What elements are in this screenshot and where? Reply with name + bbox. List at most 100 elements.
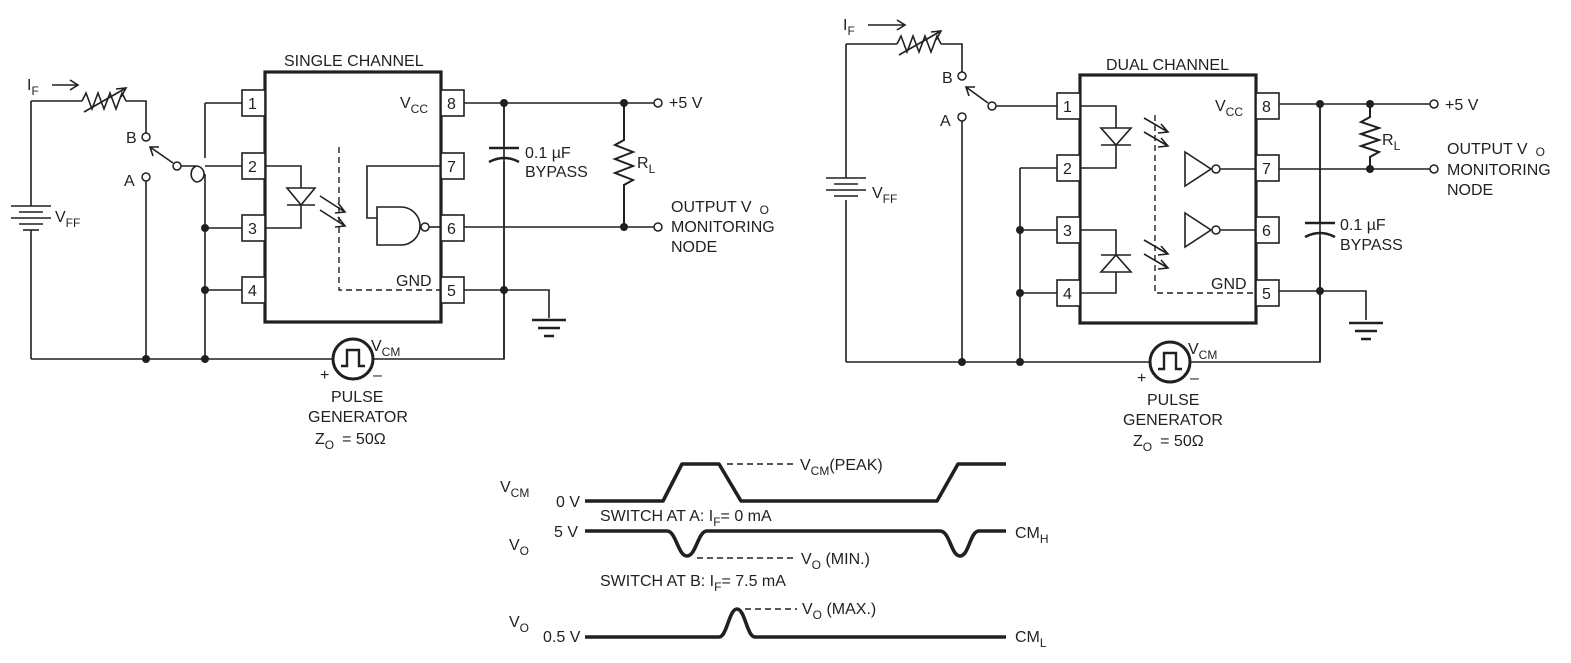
single-nand-gate <box>366 165 441 246</box>
dual-led-1 <box>1080 105 1133 169</box>
dual-cap-label: BYPASS <box>1340 237 1403 254</box>
single-cap-value: 0.1 µF <box>525 145 571 162</box>
dual-switch-lever <box>964 86 989 104</box>
wave-switch-a-label: SWITCH AT A: IF= 0 mA <box>600 508 772 529</box>
dual-vff-label: VFF <box>872 185 897 206</box>
single-switch-a-terminal <box>141 172 151 182</box>
single-pulse-generator <box>331 337 375 381</box>
wave-vcm-zero: 0 V <box>556 494 580 511</box>
single-if-label: IF <box>27 77 39 98</box>
dual-inverter-1 <box>1184 150 1256 188</box>
waveform-diagram: VCM 0 V VCM(PEAK) SWITCH AT A: IF= 0 mA … <box>500 457 1049 650</box>
single-output-label-2: MONITORING <box>671 219 775 236</box>
single-pin-8-label: 8 <box>447 96 456 113</box>
dual-pin-3-label: 3 <box>1063 223 1072 240</box>
single-ic-body <box>263 70 443 324</box>
dual-if-label: IF <box>843 17 855 38</box>
single-vcm-label: VCM <box>371 338 400 359</box>
dual-ground-icon <box>1349 321 1383 341</box>
single-bypass-capacitor <box>488 103 520 359</box>
dual-zo-label: ZO= 50Ω <box>1133 433 1204 454</box>
dual-channel-circuit: DUAL CHANNEL 1 2 3 4 5 6 7 8 VCC GND <box>826 17 1551 454</box>
dual-gnd-label: GND <box>1211 276 1247 293</box>
wave-vo1-trace <box>585 529 1006 558</box>
single-pin-6-label: 6 <box>447 221 456 238</box>
dual-load-resistor <box>1357 104 1383 169</box>
single-load-resistor <box>612 103 636 227</box>
single-switch-lever <box>148 146 174 164</box>
wave-cmh-label: CMH <box>1015 525 1049 546</box>
dual-switch-b-label: B <box>942 70 953 87</box>
dual-switch-a-label: A <box>940 113 951 130</box>
wave-vo2-trace <box>585 607 1006 639</box>
single-gnd-label: GND <box>396 273 432 290</box>
dual-pin-4-label: 4 <box>1063 286 1072 303</box>
dual-pin-6-label: 6 <box>1262 223 1271 240</box>
single-switch-b-label: B <box>126 130 137 147</box>
dual-pg-label-1: PULSE <box>1147 392 1199 409</box>
single-switch-common <box>172 161 182 171</box>
dual-bypass-capacitor <box>1304 104 1336 362</box>
single-ground-icon <box>532 318 566 338</box>
single-led <box>265 165 347 229</box>
single-pg-minus: – <box>373 367 382 384</box>
dual-pin-7 <box>1255 154 1280 182</box>
single-pin-4-label: 4 <box>248 283 257 300</box>
dual-plus5v-label: +5 V <box>1445 97 1479 114</box>
dual-switch-b-terminal <box>957 71 967 81</box>
wave-cml-label: CML <box>1015 629 1047 650</box>
dual-switch-common <box>987 101 997 111</box>
single-pg-plus: + <box>320 367 329 384</box>
dual-pin-7-label: 7 <box>1262 161 1271 178</box>
dual-vcc-label: VCC <box>1215 98 1243 119</box>
single-cap-label: BYPASS <box>525 164 588 181</box>
dual-pg-minus: – <box>1190 370 1199 387</box>
single-pin-7-label: 7 <box>447 159 456 176</box>
dual-if-arrow <box>868 19 907 31</box>
single-pin-5-label: 5 <box>447 283 456 300</box>
single-isolation-barrier <box>338 147 441 291</box>
single-vff-label: VFF <box>55 209 80 230</box>
dual-pin-5 <box>1255 279 1280 307</box>
single-rl-label: RL <box>637 155 656 176</box>
single-switch-b-terminal <box>141 132 151 142</box>
wave-vcm-peak-label: VCM(PEAK) <box>800 457 883 478</box>
single-output-node <box>653 222 663 232</box>
dual-vcm-label: VCM <box>1188 341 1217 362</box>
single-pg-label-2: GENERATOR <box>308 409 408 426</box>
dual-inverter-2 <box>1184 211 1256 249</box>
dual-led-2 <box>1080 229 1133 294</box>
dual-pin-2-label: 2 <box>1063 161 1072 178</box>
wave-vo2-label: VO <box>509 614 529 635</box>
dual-title: DUAL CHANNEL <box>1106 57 1229 74</box>
dual-isolation-barrier <box>1154 115 1256 294</box>
single-plus5v-label: +5 V <box>669 95 703 112</box>
dual-variable-resistor <box>896 33 942 55</box>
wave-vo-min-label: VO (MIN.) <box>801 551 870 572</box>
dual-switch-a-terminal <box>957 112 967 122</box>
wave-vo2-level: 0.5 V <box>543 629 581 646</box>
single-vcc-label: VCC <box>400 95 428 116</box>
single-title: SINGLE CHANNEL <box>284 53 424 70</box>
wave-vcm-label: VCM <box>500 479 529 500</box>
single-variable-resistor <box>81 90 127 112</box>
wave-vo1-level: 5 V <box>554 524 578 541</box>
wave-vo1-label: VO <box>509 537 529 558</box>
single-pg-label-1: PULSE <box>331 389 383 406</box>
single-battery <box>11 205 51 225</box>
single-channel-circuit: SINGLE CHANNEL 1 2 3 4 5 6 7 8 VCC GND <box>11 53 775 452</box>
dual-pin-8-label: 8 <box>1262 99 1271 116</box>
dual-pg-plus: + <box>1137 370 1146 387</box>
dual-battery <box>826 177 866 197</box>
single-pin-6 <box>440 214 465 242</box>
dual-pulse-generator <box>1148 340 1192 384</box>
dual-pin-8 <box>1255 92 1280 120</box>
single-zo-label: ZO= 50Ω <box>315 431 386 452</box>
dual-pg-label-2: GENERATOR <box>1123 412 1223 429</box>
single-switch-a-label: A <box>124 173 135 190</box>
dual-output-node <box>1429 164 1439 174</box>
dual-pin-5-label: 5 <box>1262 286 1271 303</box>
